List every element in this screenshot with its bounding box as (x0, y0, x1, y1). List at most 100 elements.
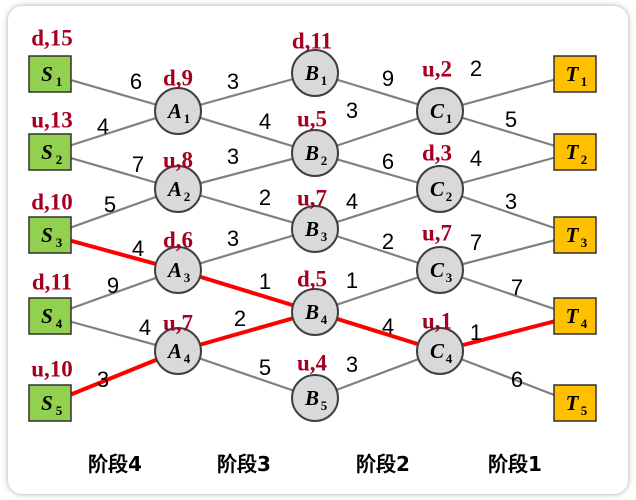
node-name: B (304, 300, 319, 324)
node-subscript: 1 (321, 73, 328, 88)
node-subscript: 2 (321, 153, 328, 168)
stage-label: 阶段4 (88, 452, 142, 476)
decision-label: d,3 (422, 140, 452, 165)
edge-weight: 9 (382, 66, 394, 91)
decision-label: d,6 (163, 227, 193, 252)
edge-weight: 3 (227, 69, 239, 94)
edge-weight: 2 (470, 56, 482, 81)
node-name: C (430, 99, 445, 123)
node-name: T (566, 223, 580, 247)
node-name: B (304, 386, 319, 410)
node-box (553, 133, 597, 171)
decision-label: d,11 (32, 269, 72, 294)
node-subscript: 3 (56, 235, 63, 250)
decision-label: u,4 (297, 350, 328, 375)
decision-label: u,13 (31, 107, 73, 132)
edge-weight: 6 (130, 69, 142, 94)
node-circle (416, 246, 464, 294)
node-name: S (41, 62, 53, 86)
node-name: B (304, 61, 319, 85)
node-subscript: 1 (446, 111, 453, 126)
node-box (553, 384, 597, 422)
node-name: T (566, 391, 580, 415)
edge-weight: 3 (505, 189, 517, 214)
edge-weight: 7 (511, 275, 523, 300)
edge-weight: 6 (382, 149, 394, 174)
edge-weight: 7 (470, 230, 482, 255)
node-name: A (166, 258, 182, 282)
edge-weight: 2 (234, 306, 246, 331)
decision-label: d,9 (163, 65, 193, 90)
edge-weight: 2 (382, 229, 394, 254)
node-subscript: 3 (321, 229, 328, 244)
node-circle (154, 165, 202, 213)
node-name: C (430, 177, 445, 201)
node-subscript: 4 (321, 312, 328, 327)
node-name: B (304, 141, 319, 165)
node-subscript: 5 (581, 403, 588, 418)
labels-layer: d,15u,13d,10d,11u,10d,9u,8d,6u,7d,11u,5u… (31, 25, 452, 381)
node-circle (291, 49, 339, 97)
node-subscript: 5 (56, 403, 63, 418)
node-name: A (166, 99, 182, 123)
node-subscript: 4 (446, 351, 453, 366)
node-box (28, 55, 72, 93)
node-circle (154, 246, 202, 294)
node-subscript: 2 (446, 189, 453, 204)
edge-weight: 5 (259, 355, 271, 380)
edge-weight: 4 (97, 114, 109, 139)
node-subscript: 2 (56, 152, 63, 167)
node-name: C (430, 258, 445, 282)
edge-weight: 4 (382, 314, 394, 339)
edge-weight: 3 (227, 144, 239, 169)
edge-weight: 5 (104, 192, 116, 217)
decision-label: u,1 (422, 308, 452, 333)
decision-label: u,10 (31, 356, 73, 381)
node-box (553, 297, 597, 335)
node-circle (154, 327, 202, 375)
node-name: T (566, 62, 580, 86)
node-name: C (430, 339, 445, 363)
node-subscript: 1 (581, 74, 588, 89)
decision-label: u,5 (297, 106, 327, 131)
edge-weight: 2 (259, 185, 271, 210)
stage-label: 阶段3 (217, 452, 271, 476)
node-box (28, 297, 72, 335)
edge-weight: 3 (227, 226, 239, 251)
edge-weight: 4 (139, 315, 151, 340)
node-box (28, 216, 72, 254)
decision-label: d,11 (292, 28, 332, 53)
edge-weight: 3 (346, 352, 358, 377)
node-box (28, 384, 72, 422)
node-subscript: 2 (184, 189, 191, 204)
edge-weight: 4 (346, 189, 358, 214)
node-box (28, 133, 72, 171)
decision-label: u,8 (163, 147, 193, 172)
graph-edge (177, 349, 316, 400)
node-name: T (566, 140, 580, 164)
node-subscript: 1 (184, 111, 191, 126)
edge-weight: 7 (132, 152, 144, 177)
node-circle (416, 165, 464, 213)
edge-weight: 3 (97, 367, 109, 392)
node-name: B (304, 217, 319, 241)
node-subscript: 3 (446, 270, 453, 285)
decision-label: d,15 (31, 25, 73, 50)
node-subscript: 5 (321, 398, 328, 413)
edge-weight: 4 (132, 236, 144, 261)
